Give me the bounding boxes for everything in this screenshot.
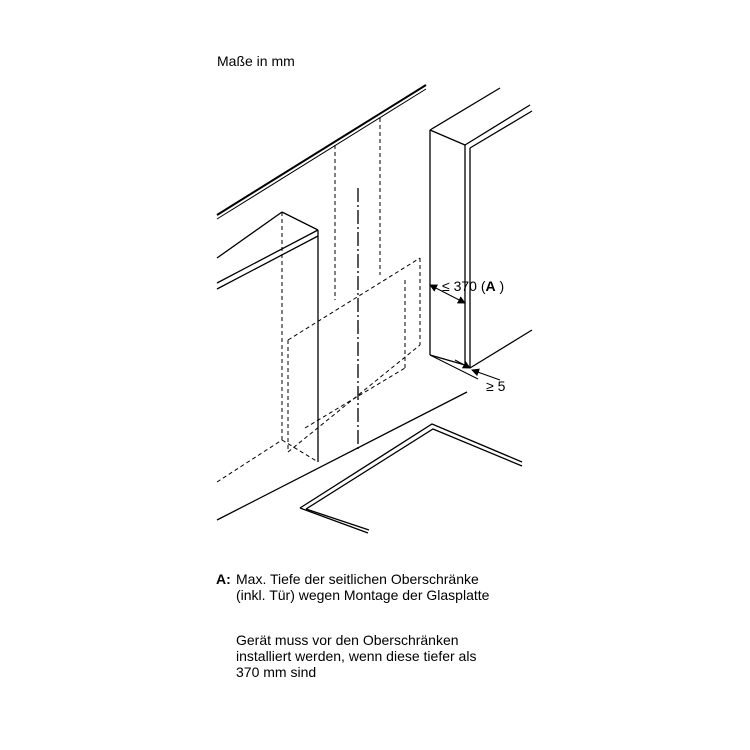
note-b-line3: 370 mm sind xyxy=(236,664,317,680)
depth-dimension xyxy=(429,284,466,304)
gap-label: ≥ 5 xyxy=(486,378,506,394)
note-a-key: A: xyxy=(216,571,231,587)
cooktop xyxy=(299,423,523,534)
gap-dimension xyxy=(429,354,501,381)
note-a-line2: (inkl. Tür) wegen Montage der Glasplatte xyxy=(236,587,490,603)
depth-label: ≤ 370 (A ) xyxy=(442,278,504,294)
wall-edge xyxy=(216,84,427,220)
left-cabinet-hidden-lines xyxy=(216,212,319,483)
units-label: Maße in mm xyxy=(217,53,295,69)
note-a-line1: Max. Tiefe der seitlichen Oberschränke xyxy=(236,571,479,587)
worktop-edge xyxy=(216,391,468,521)
note-b-line1: Gerät muss vor den Oberschränken xyxy=(236,632,459,648)
hood-outline xyxy=(287,118,421,453)
note-b-line2: installiert werden, wenn diese tiefer al… xyxy=(236,648,477,664)
right-wall-cabinet xyxy=(429,87,533,369)
left-wall-cabinet xyxy=(216,211,319,462)
